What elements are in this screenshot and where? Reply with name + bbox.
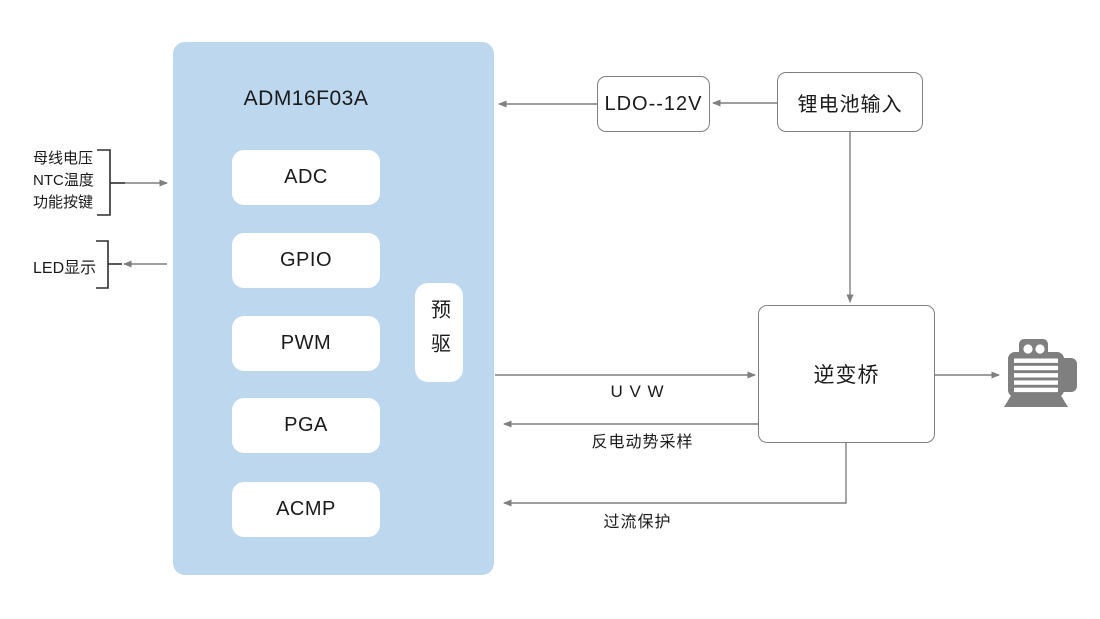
input-label-bus-voltage: 母线电压 bbox=[33, 150, 94, 167]
chip-block-pwm: PWM bbox=[232, 316, 380, 371]
overcurrent-wire-label: 过流保护 bbox=[603, 514, 672, 531]
inputs-bracket bbox=[97, 149, 111, 216]
led-bracket bbox=[96, 240, 109, 289]
back-emf-wire-label: 反电动势采样 bbox=[591, 434, 694, 451]
chip-block-acmp: ACMP bbox=[232, 482, 380, 537]
chip-block-gpio: GPIO bbox=[232, 233, 380, 288]
chip-block-pga: PGA bbox=[232, 398, 380, 453]
chip-block-adc: ADC bbox=[232, 150, 380, 205]
predriver-block: 预驱 bbox=[415, 283, 463, 382]
overcurrent-arrow bbox=[503, 443, 847, 507]
inverter-bridge-block: 逆变桥 bbox=[758, 305, 935, 443]
chip-title: ADM16F03A bbox=[243, 87, 369, 110]
input-label-ntc-temp: NTC温度 bbox=[33, 172, 94, 189]
battery-input-block: 锂电池输入 bbox=[777, 72, 923, 132]
uvw-wire-label: U V W bbox=[610, 382, 665, 401]
input-label-function-keys: 功能按键 bbox=[33, 194, 94, 211]
ldo-block: LDO--12V bbox=[597, 76, 710, 132]
motor-icon bbox=[1004, 339, 1077, 407]
output-label-led-display: LED显示 bbox=[33, 260, 97, 277]
